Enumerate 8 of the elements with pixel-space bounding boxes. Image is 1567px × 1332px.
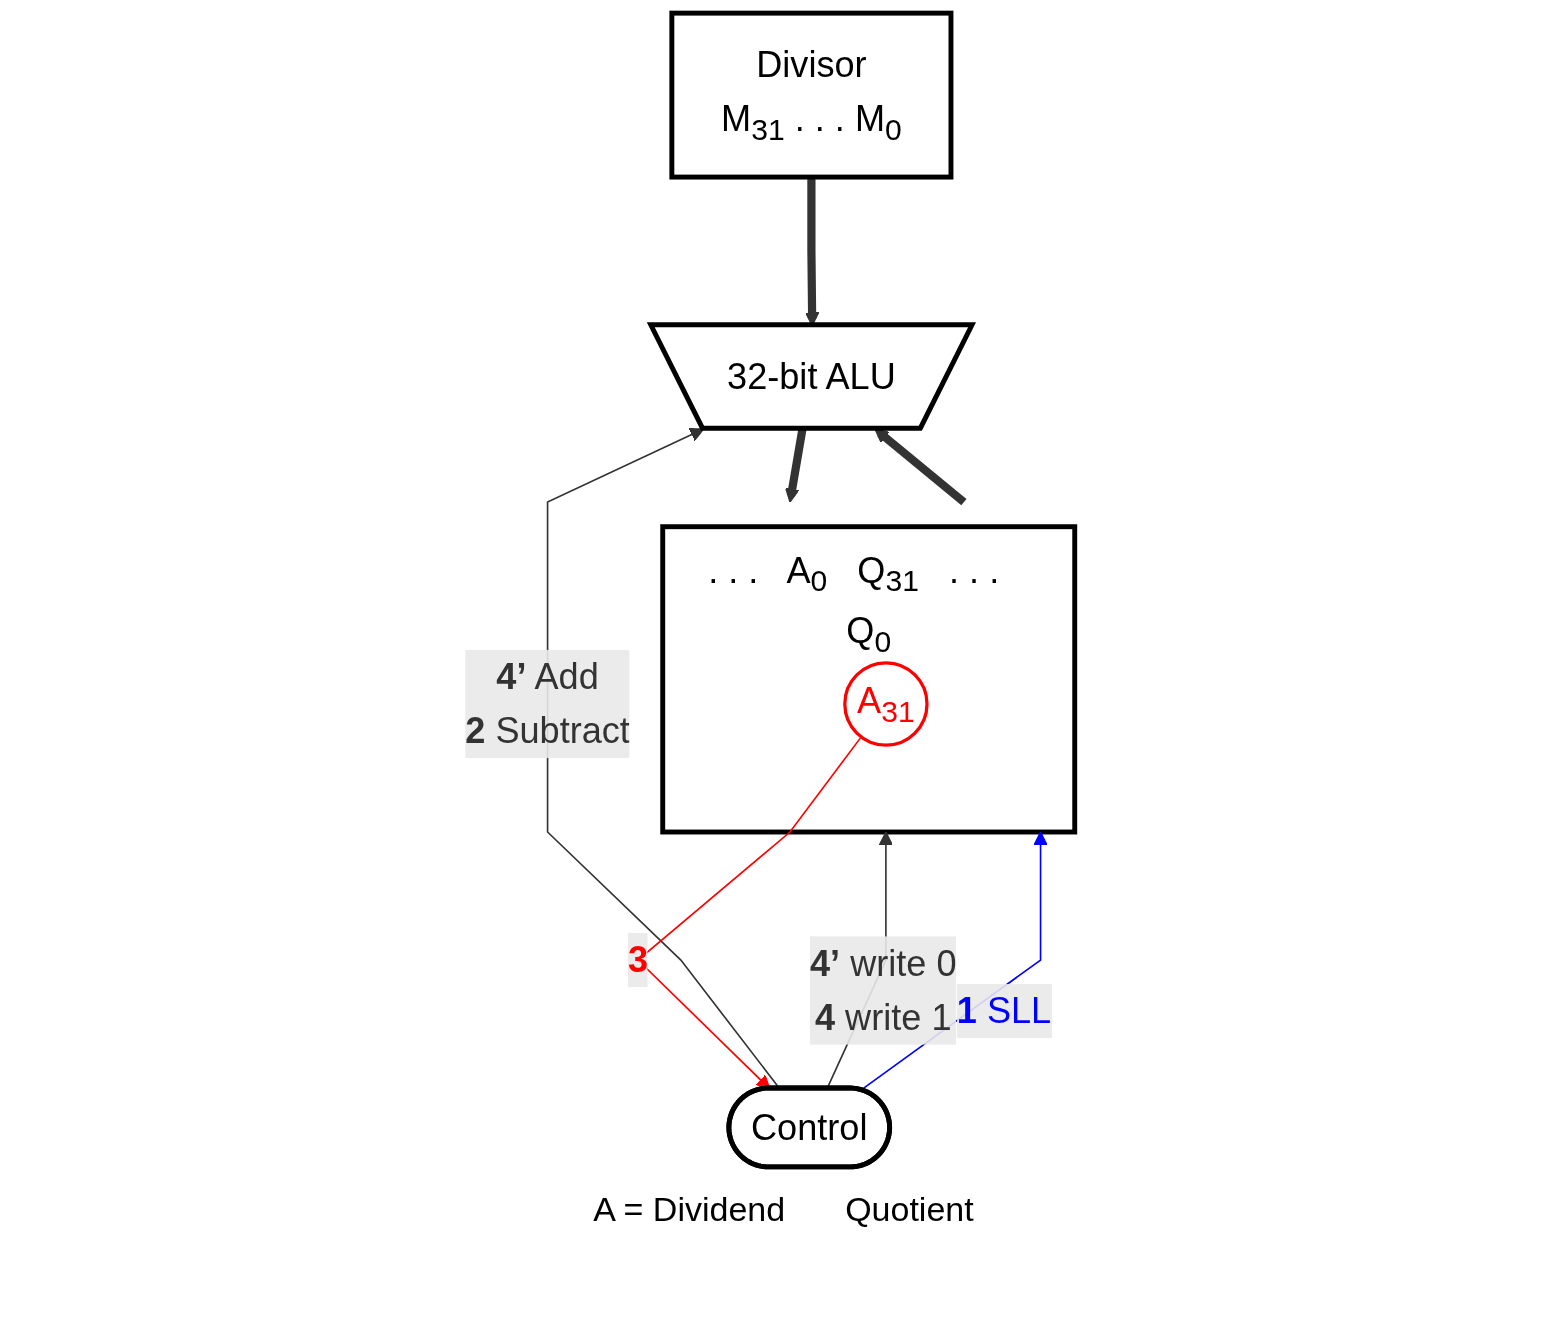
node-circle: A$_{31}$ [843,661,929,747]
edge-label: 4’ write 0 4 write 1 [809,942,957,1039]
edge-label: 1 SLL [956,990,1052,1032]
node-box: Divisor M$_{31}$ . . . M$_{0}$ [669,10,954,180]
note-label: A = Dividend [593,1190,786,1229]
edge-label: 4’ Add 2 Subtract [465,656,630,752]
edge-label: 3 [627,939,649,981]
note-label: Quotient [845,1190,974,1229]
